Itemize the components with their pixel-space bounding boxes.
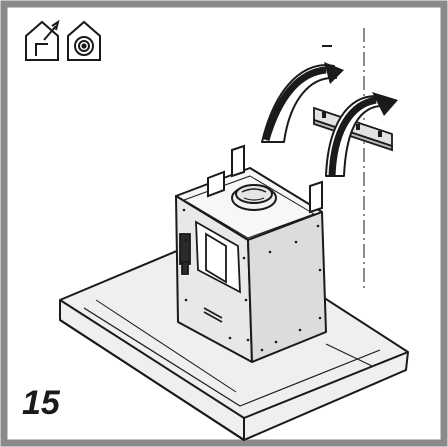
top-brackets: [207, 144, 323, 214]
step-number: 15: [22, 384, 60, 422]
front-slot: [203, 307, 223, 323]
rivets: [182, 208, 322, 352]
electrical-box: [179, 220, 241, 294]
rotation-arrow-1: [261, 45, 344, 143]
house-exhaust-vent-icon: [25, 19, 60, 61]
house-recirculation-icon: [67, 20, 101, 61]
rotation-arrow-2: [325, 92, 398, 177]
fan-outlet: [231, 184, 277, 211]
